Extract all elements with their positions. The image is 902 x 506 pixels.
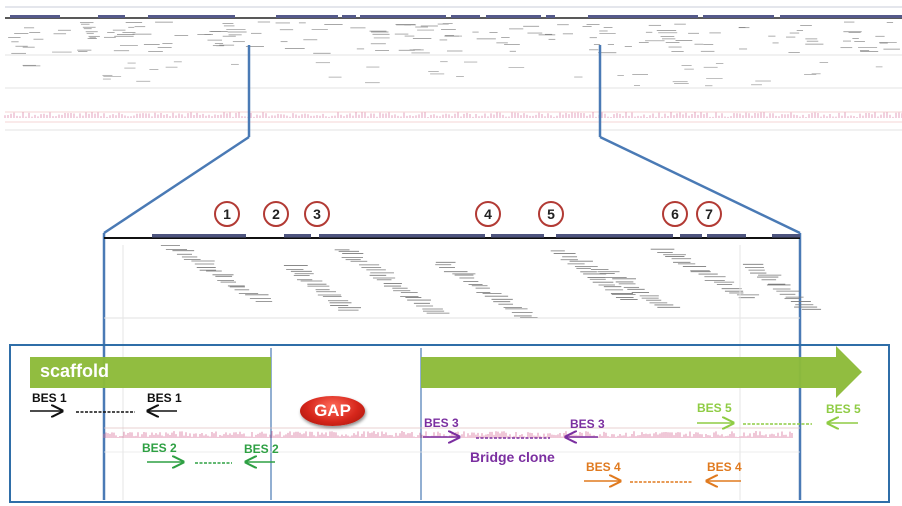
bes3-left-label: BES 3 [424, 416, 459, 430]
marker-7: 7 [696, 201, 722, 227]
overview-track-panel [4, 6, 902, 131]
overview-contig-bar [546, 15, 555, 18]
overview-contig-bar [342, 15, 356, 18]
bes4-right-label: BES 4 [707, 460, 742, 474]
overview-feature-ticks [8, 21, 900, 87]
bridge-clone-label: Bridge clone [470, 449, 555, 465]
marker-2: 2 [263, 201, 289, 227]
overview-contig-bar [451, 15, 480, 18]
zoom-feature-ticks [160, 245, 822, 318]
bes2-left-label: BES 2 [142, 441, 177, 455]
bes2-right-label: BES 2 [244, 442, 279, 456]
overview-contig-bar [276, 15, 338, 18]
marker-1: 1 [214, 201, 240, 227]
bes3-right-label: BES 3 [570, 417, 605, 431]
overview-contig-bar [780, 15, 902, 18]
overview-contig-bar [588, 15, 698, 18]
scaffold-frame [9, 344, 890, 503]
overview-contig-bar [10, 15, 60, 18]
zoom-track-panel [104, 234, 822, 500]
scaffold-density-signal [103, 431, 793, 438]
marker-3: 3 [304, 201, 330, 227]
zoom-contig-bar [772, 234, 800, 238]
zoom-contig-bar [556, 234, 673, 238]
scaffold-label: scaffold [40, 361, 110, 381]
zoom-contig-bar [680, 234, 702, 238]
overview-contig-bar [703, 15, 774, 18]
bes5-right-label: BES 5 [826, 402, 861, 416]
gap-badge: GAP [300, 396, 365, 426]
overview-contig-bars [10, 15, 902, 18]
overview-contig-bar [486, 15, 541, 18]
zoom-contig-bar [491, 234, 544, 238]
zoom-contig-bars [152, 234, 800, 238]
bes4-left-label: BES 4 [586, 460, 621, 474]
scaffold-arrow-left [30, 357, 271, 388]
zoom-contig-bar [707, 234, 746, 238]
overview-density-signal [4, 112, 902, 118]
zoom-contig-bar [319, 234, 485, 238]
overview-contig-bar [98, 15, 125, 18]
marker-5: 5 [538, 201, 564, 227]
marker-4: 4 [475, 201, 501, 227]
zoom-contig-bar [284, 234, 311, 238]
bes1-left-label: BES 1 [32, 391, 67, 405]
scaffold-arrow-right [421, 346, 862, 398]
overview-contig-bar [360, 15, 446, 18]
marker-6: 6 [662, 201, 688, 227]
zoom-contig-bar [152, 234, 246, 238]
bes5-left-label: BES 5 [697, 401, 732, 415]
bes1-right-label: BES 1 [147, 391, 182, 405]
overview-contig-bar [148, 15, 235, 18]
zoom-lines [102, 45, 802, 500]
